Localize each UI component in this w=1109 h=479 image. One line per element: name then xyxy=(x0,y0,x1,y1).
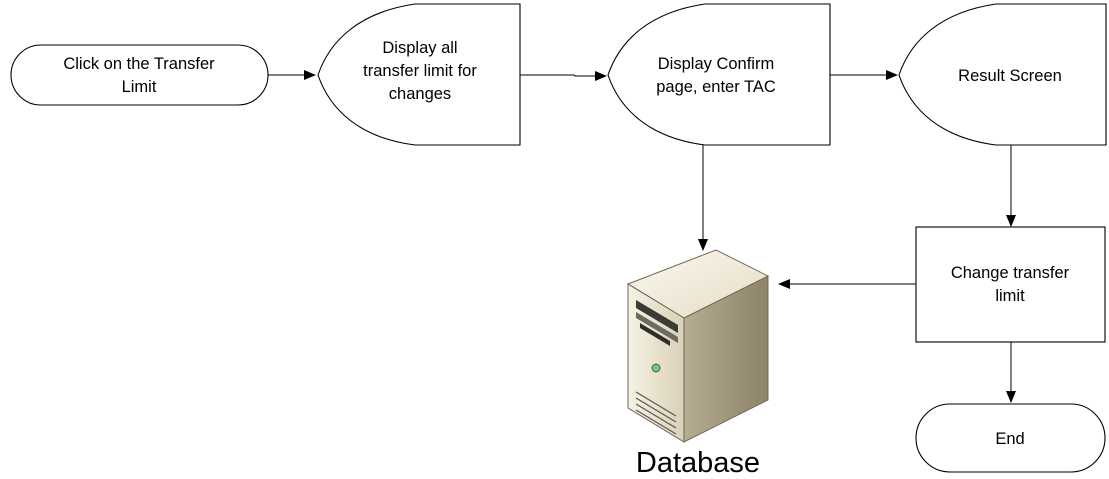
node-display-confirm: Display Confirm page, enter TAC xyxy=(607,3,831,146)
node-display-all-limits: Display all transfer limit for changes xyxy=(317,3,521,146)
node-display-confirm-line-2: page, enter TAC xyxy=(656,78,776,96)
node-end-line-1: End xyxy=(995,430,1024,448)
node-change-transfer-limit-line-2: limit xyxy=(995,287,1025,305)
node-result-screen: Result Screen xyxy=(898,3,1107,146)
node-result-screen-line-1: Result Screen xyxy=(958,67,1062,85)
edges xyxy=(268,70,1016,403)
node-click-transfer-limit-line-2: Limit xyxy=(122,78,157,96)
node-end: End xyxy=(915,403,1106,473)
database-label: Database xyxy=(636,447,760,479)
node-display-all-limits-line-2: transfer limit for xyxy=(363,62,477,80)
node-display-all-limits-line-3: changes xyxy=(389,85,451,103)
node-click-transfer-limit-line-1: Click on the Transfer xyxy=(63,55,215,73)
node-display-confirm-line-1: Display Confirm xyxy=(658,55,774,73)
node-change-transfer-limit-line-1: Change transfer xyxy=(951,264,1070,282)
node-click-transfer-limit: Click on the Transfer Limit xyxy=(10,44,269,106)
edge-display-all-to-confirm xyxy=(520,71,607,81)
node-change-transfer-limit: Change transfer limit xyxy=(915,226,1106,343)
server-icon xyxy=(626,249,770,443)
node-display-all-limits-line-1: Display all xyxy=(382,39,457,57)
